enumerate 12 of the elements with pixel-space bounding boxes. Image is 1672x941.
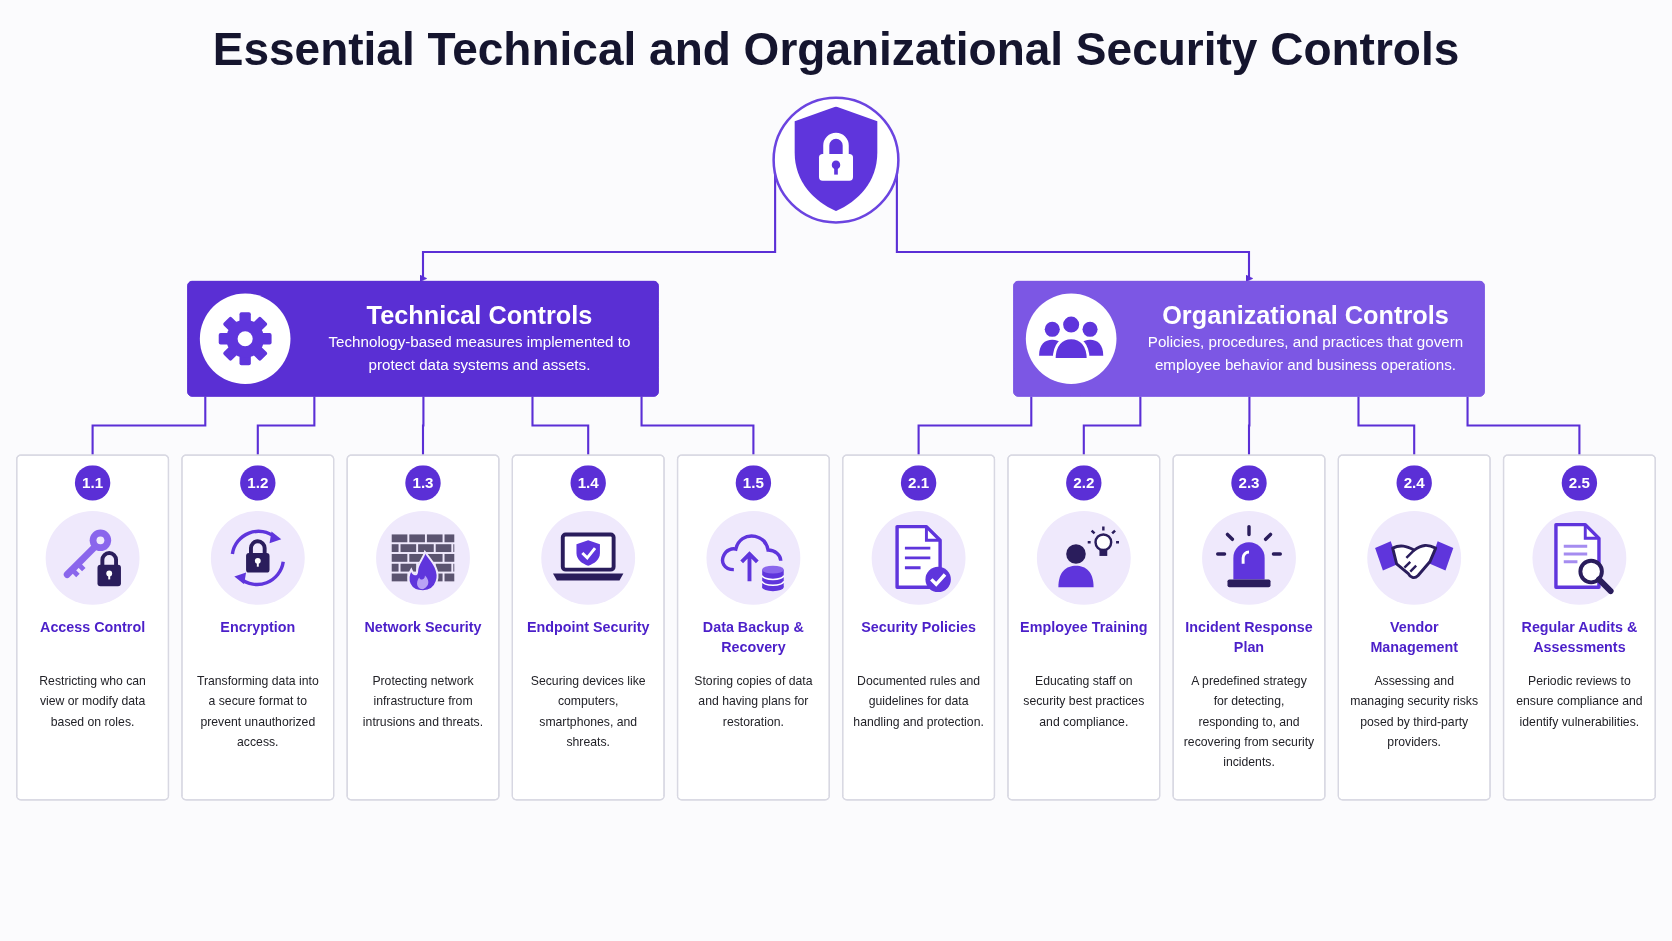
title: Essential Technical and Organizational Security Controls [212, 22, 1460, 76]
connector [1466, 396, 1581, 457]
connector [256, 396, 316, 457]
node-circle [772, 96, 900, 224]
connector [1357, 396, 1416, 457]
connector [91, 396, 207, 457]
connector [640, 396, 755, 457]
connector [1082, 396, 1142, 457]
connector [917, 396, 1033, 457]
connector [421, 396, 425, 457]
connector [531, 396, 590, 457]
connector [1247, 396, 1251, 457]
